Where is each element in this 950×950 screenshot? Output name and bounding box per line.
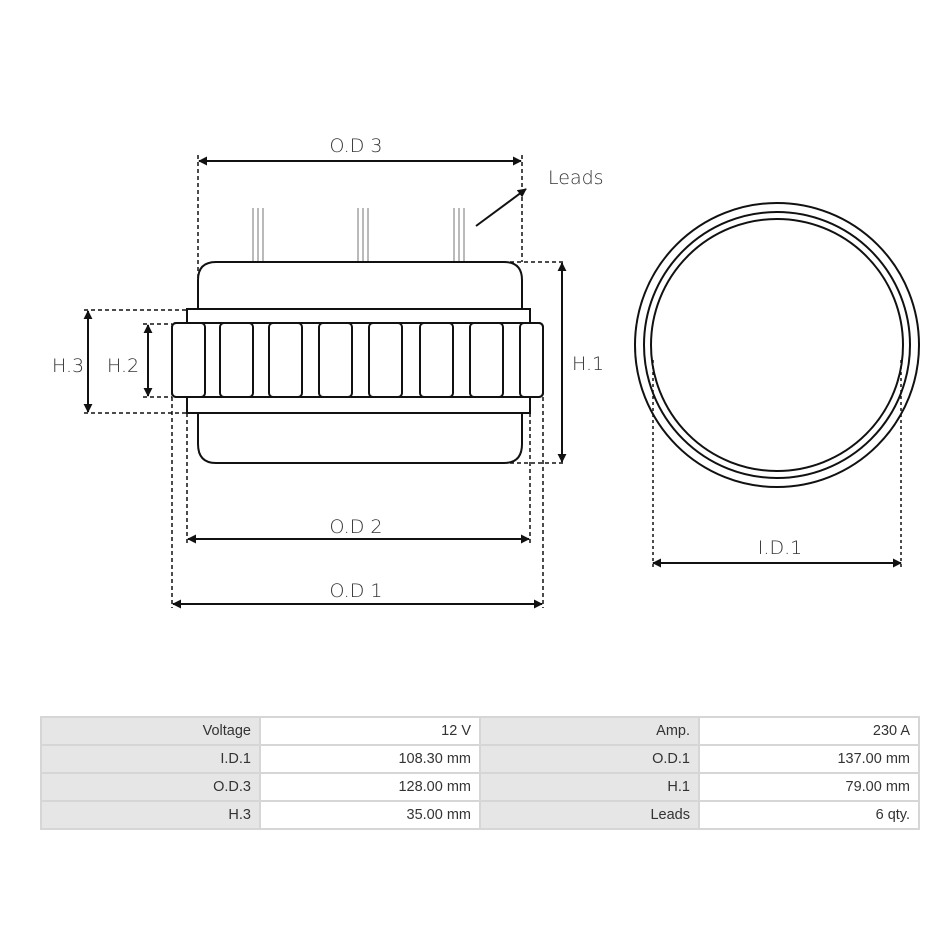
stator-top-view xyxy=(634,202,920,488)
stator-teeth xyxy=(171,322,544,398)
lower-flange xyxy=(186,396,531,414)
lower-winding xyxy=(197,413,523,464)
outer-ring xyxy=(634,202,920,488)
h2-label: H.2 xyxy=(107,355,139,377)
stator-side-view xyxy=(171,208,544,464)
od3-label: O.D 3 xyxy=(330,135,383,157)
spec-label: Leads xyxy=(479,800,700,830)
lead-wires-icon xyxy=(252,208,465,262)
od2-label: O.D 2 xyxy=(330,516,383,538)
table-row: Voltage 12 V Amp. 230 A xyxy=(40,716,920,746)
id1-label: I.D.1 xyxy=(758,537,802,559)
spec-value: 108.30 mm xyxy=(259,744,481,774)
h1-label: H.1 xyxy=(572,353,604,375)
middle-ring xyxy=(643,211,911,479)
spec-label: H.3 xyxy=(40,800,261,830)
spec-value: 128.00 mm xyxy=(259,772,481,802)
spec-value: 6 qty. xyxy=(698,800,920,830)
table-row: O.D.3 128.00 mm H.1 79.00 mm xyxy=(40,772,920,802)
spec-value: 79.00 mm xyxy=(698,772,920,802)
extension-lines xyxy=(84,155,566,608)
upper-flange xyxy=(186,308,531,324)
stator-core xyxy=(171,322,544,398)
leads-label: Leads xyxy=(548,167,604,189)
table-row: H.3 35.00 mm Leads 6 qty. xyxy=(40,800,920,830)
leads-pointer-arrow xyxy=(475,188,527,227)
id1-extension-lines xyxy=(652,360,902,568)
h3-label: H.3 xyxy=(52,355,84,377)
spec-label: O.D.3 xyxy=(40,772,261,802)
stator-dimension-diagram: O.D 3 Leads H.1 H.3 H.2 O.D 2 O.D 1 I.D.… xyxy=(52,135,920,609)
inner-ring xyxy=(650,218,904,472)
spec-label: I.D.1 xyxy=(40,744,261,774)
spec-value: 137.00 mm xyxy=(698,744,920,774)
spec-value: 230 A xyxy=(698,716,920,746)
od1-label: O.D 1 xyxy=(330,580,383,602)
spec-label: Voltage xyxy=(40,716,261,746)
spec-value: 35.00 mm xyxy=(259,800,481,830)
dimension-arrows xyxy=(83,156,902,609)
spec-value: 12 V xyxy=(259,716,481,746)
spec-label: O.D.1 xyxy=(479,744,700,774)
specifications-table: Voltage 12 V Amp. 230 A I.D.1 108.30 mm … xyxy=(40,716,920,830)
table-row: I.D.1 108.30 mm O.D.1 137.00 mm xyxy=(40,744,920,774)
spec-label: H.1 xyxy=(479,772,700,802)
spec-label: Amp. xyxy=(479,716,700,746)
upper-winding xyxy=(197,261,523,309)
